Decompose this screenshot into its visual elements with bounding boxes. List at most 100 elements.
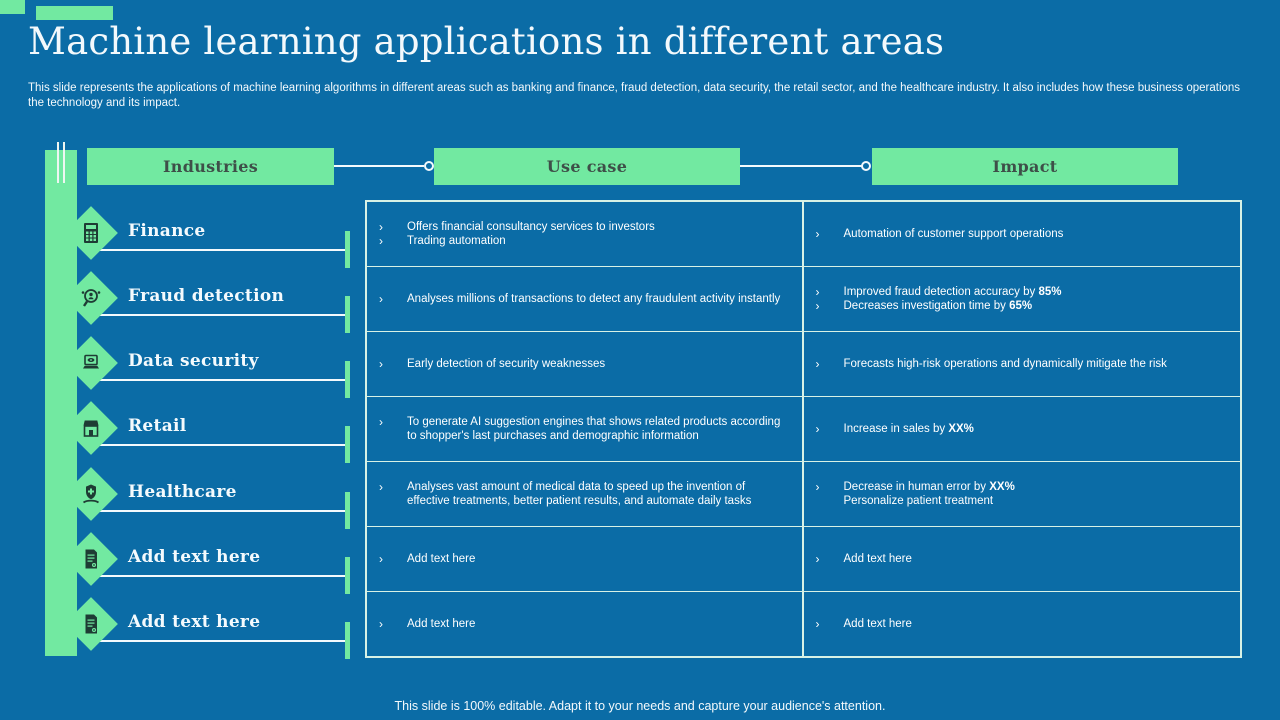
industry-tick-mark bbox=[345, 557, 350, 594]
impact-cell: › Add text here bbox=[804, 592, 1241, 656]
impact-cell: › Increase in sales by XX% bbox=[804, 397, 1241, 461]
impact-cell: ›Forecasts high-risk operations and dyna… bbox=[804, 332, 1241, 396]
industry-tick-mark bbox=[345, 231, 350, 268]
bullet-line: › Analyses millions of transactions to de… bbox=[379, 292, 790, 306]
bullet-line: ›To generate AI suggestion engines that … bbox=[379, 415, 790, 443]
impact-cell: › Decrease in human error by XX%›Personal… bbox=[804, 462, 1241, 526]
cell-text-bold: 65% bbox=[1009, 300, 1033, 312]
table-row: › Offers financial consultancy services t… bbox=[367, 202, 1240, 266]
table-row: › Analyses millions of transactions to de… bbox=[367, 266, 1240, 331]
slide-subtitle: This slide represents the applications o… bbox=[28, 82, 1241, 109]
bullet-line: › Add text here bbox=[816, 617, 1229, 631]
bullet-line: ›Personalize patient treatment bbox=[816, 494, 1229, 508]
industry-item: Fraud detection bbox=[45, 271, 357, 333]
cell-text: Analyses millions of transactions to det… bbox=[407, 293, 781, 305]
use-case-cell: › Analyses millions of transactions to de… bbox=[367, 267, 804, 331]
industry-tick-mark bbox=[345, 296, 350, 333]
connector-line bbox=[334, 165, 424, 167]
impact-cell: › Automation of customer support operatio… bbox=[804, 202, 1241, 266]
top-accent-bar-large bbox=[36, 6, 113, 20]
industry-label: Fraud detection bbox=[128, 286, 285, 306]
bullet-chevron-icon: › bbox=[815, 227, 820, 241]
diamond-icon-badge bbox=[64, 597, 118, 651]
bullet-line: › Increase in sales by XX% bbox=[816, 422, 1229, 436]
bullet-chevron-icon: › bbox=[815, 617, 820, 631]
use-case-cell: › Offers financial consultancy services t… bbox=[367, 202, 804, 266]
diamond-icon-badge bbox=[64, 206, 118, 260]
decor-vertical-line bbox=[57, 142, 59, 183]
connector-node-icon bbox=[861, 161, 871, 171]
cell-text: Offers financial consultancy services to… bbox=[407, 221, 655, 233]
industry-item: Healthcare bbox=[45, 467, 357, 529]
bullet-chevron-icon: › bbox=[379, 480, 383, 494]
industry-underline bbox=[87, 249, 347, 251]
industry-label: Add text here bbox=[128, 547, 261, 567]
applications-table: › Offers financial consultancy services t… bbox=[365, 200, 1242, 658]
use-case-cell: › Analyses vast amount of medical data to… bbox=[367, 462, 804, 526]
diamond-icon-badge bbox=[64, 336, 118, 390]
industry-tick-mark bbox=[345, 426, 350, 463]
table-row: › Add text here › Add text here bbox=[367, 526, 1240, 591]
bullet-chevron-icon: › bbox=[379, 357, 383, 371]
cell-text: Add text here bbox=[843, 553, 912, 565]
diamond-icon-badge bbox=[64, 467, 118, 521]
column-header-industries: Industries bbox=[87, 148, 334, 185]
industry-tick-mark bbox=[345, 492, 350, 529]
industry-label: Finance bbox=[128, 221, 206, 241]
use-case-cell: ›Add text here bbox=[367, 592, 804, 656]
industry-item: Data security bbox=[45, 336, 357, 398]
bullet-line: ›Add text here bbox=[379, 617, 790, 631]
footer-note: This slide is 100% editable. Adapt it to… bbox=[394, 699, 886, 713]
industry-label: Retail bbox=[128, 416, 187, 436]
industry-item: Retail bbox=[45, 401, 357, 463]
bullet-line: ›Improved fraud detection accuracy by 85… bbox=[816, 285, 1229, 299]
bullet-line: › Decrease in human error by XX% bbox=[816, 480, 1229, 494]
top-accent-bar-small bbox=[0, 0, 25, 14]
cell-text: Early detection of security weaknesses bbox=[407, 358, 606, 370]
industry-item: Finance bbox=[45, 206, 357, 268]
bullet-chevron-icon: › bbox=[815, 422, 820, 436]
bullet-chevron-icon: › bbox=[815, 285, 820, 299]
bullet-chevron-icon: › bbox=[379, 292, 383, 306]
page-title: Machine learning applications in differe… bbox=[28, 20, 945, 63]
bullet-line: › Analyses vast amount of medical data to… bbox=[379, 480, 790, 508]
bullet-chevron-icon: › bbox=[379, 415, 383, 429]
table-row: ›To generate AI suggestion engines that … bbox=[367, 396, 1240, 461]
cell-text: Analyses vast amount of medical data to … bbox=[407, 481, 752, 507]
diamond-icon-badge bbox=[64, 271, 118, 325]
bullet-line: › Trading automation bbox=[379, 234, 790, 248]
document-icon bbox=[79, 612, 103, 636]
industry-underline bbox=[87, 575, 347, 577]
cell-text-bold: 85% bbox=[1038, 286, 1062, 298]
fraud-search-icon bbox=[79, 286, 103, 310]
decor-vertical-line bbox=[63, 142, 65, 183]
healthcare-icon bbox=[79, 482, 103, 506]
bullet-line: › Early detection of security weaknesses bbox=[379, 357, 790, 371]
cell-text: Increase in sales by XX% bbox=[843, 423, 974, 435]
store-icon bbox=[79, 416, 103, 440]
bullet-line: ›Offers financial consultancy services t… bbox=[379, 220, 790, 234]
impact-cell: › Add text here bbox=[804, 527, 1241, 591]
cell-text: Automation of customer support operation… bbox=[843, 228, 1064, 240]
cell-text: Decrease in human error by XX% bbox=[843, 481, 1015, 493]
bullet-chevron-icon: › bbox=[815, 357, 820, 371]
cell-text: Trading automation bbox=[407, 235, 506, 247]
cell-text: Add text here bbox=[843, 618, 912, 630]
industry-underline bbox=[87, 314, 347, 316]
diamond-icon-badge bbox=[64, 401, 118, 455]
bullet-chevron-icon: › bbox=[379, 234, 383, 248]
column-header-impact: Impact bbox=[872, 148, 1178, 185]
column-header-use-case: Use case bbox=[434, 148, 740, 185]
table-row: ›Add text here ›Add text here bbox=[367, 591, 1240, 656]
table-row: ›Early detection of security weaknesses … bbox=[367, 331, 1240, 396]
bullet-chevron-icon: › bbox=[379, 617, 383, 631]
bullet-chevron-icon: › bbox=[815, 552, 820, 566]
industry-item: Add text here bbox=[45, 597, 357, 659]
diamond-icon-badge bbox=[64, 532, 118, 586]
bullet-chevron-icon: › bbox=[379, 552, 383, 566]
document-icon bbox=[79, 547, 103, 571]
connector-node-icon bbox=[424, 161, 434, 171]
use-case-cell: › Early detection of security weaknesses bbox=[367, 332, 804, 396]
industry-underline bbox=[87, 444, 347, 446]
bullet-chevron-icon: › bbox=[815, 480, 820, 494]
